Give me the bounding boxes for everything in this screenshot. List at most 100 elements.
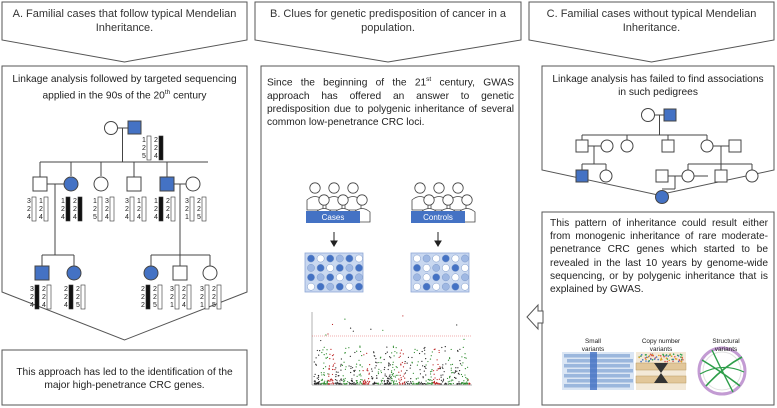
manhattan-point: [321, 374, 323, 376]
manhattan-point: [375, 365, 377, 367]
plate-well: [335, 264, 344, 272]
panel-a-top-text: Linkage analysis followed by targeted se…: [5, 73, 244, 103]
plate-well: [413, 264, 421, 272]
manhattan-point: [399, 383, 402, 385]
manhattan-point: [377, 383, 379, 385]
haplotype-number: 4: [154, 214, 158, 221]
manhattan-point: [410, 364, 412, 366]
panel-c-header: C. Familial cases without typical Mendel…: [529, 7, 774, 35]
plate-well: [326, 273, 335, 282]
grandmother-unaffected: [104, 121, 118, 135]
plate-well: [422, 282, 431, 291]
cnv-dot: [679, 353, 682, 356]
manhattan-point: [461, 382, 463, 384]
haplotype-bar: [145, 284, 151, 310]
manhattan-point: [400, 349, 403, 351]
manhattan-point: [459, 348, 461, 350]
cnv-dot: [670, 355, 673, 357]
manhattan-point: [423, 370, 425, 372]
manhattan-point: [381, 379, 384, 382]
plate-well: [355, 264, 363, 272]
manhattan-point: [430, 376, 432, 378]
manhattan-point: [392, 383, 395, 385]
manhattan-point: [329, 380, 331, 382]
manhattan-point: [446, 377, 449, 380]
manhattan-point: [346, 383, 348, 385]
manhattan-point: [330, 348, 332, 350]
manhattan-point: [331, 323, 334, 326]
person-head: [337, 194, 349, 206]
c-child1: [575, 139, 589, 153]
copy-number-label-1: Copy number: [642, 338, 681, 345]
manhattan-point: [458, 383, 460, 385]
cnv-dot: [658, 354, 660, 357]
manhattan-point: [392, 361, 394, 363]
manhattan-point: [442, 378, 445, 380]
manhattan-point: [394, 350, 396, 353]
manhattan-point: [340, 369, 342, 371]
manhattan-point: [402, 315, 404, 317]
manhattan-point: [447, 383, 450, 385]
haplotype-bar: [158, 196, 164, 222]
c-child4-partner: [728, 139, 742, 153]
manhattan-point: [441, 366, 443, 368]
haplotype-bar: [34, 284, 40, 310]
haplotype-number: 2: [137, 206, 141, 213]
person-head: [414, 182, 426, 194]
manhattan-point: [366, 368, 369, 370]
plate-well: [422, 254, 431, 263]
haplotype-number: 2: [64, 294, 68, 301]
manhattan-point: [351, 378, 353, 380]
haplotype-number: 3: [185, 198, 189, 205]
manhattan-point: [353, 374, 355, 376]
cases-label: Cases: [322, 213, 345, 222]
down-arrow-cases: [330, 232, 338, 247]
structural-variants-illustration: [697, 346, 747, 396]
manhattan-point: [398, 356, 400, 359]
plate-well: [326, 264, 335, 272]
cnv-dot: [640, 360, 642, 363]
manhattan-point: [429, 373, 432, 375]
haplotype-layer: 1252243241241242241253243241241242243212…: [27, 135, 222, 310]
cnv-dot: [674, 357, 677, 360]
haplotype-number: 5: [153, 302, 157, 309]
manhattan-point: [431, 351, 433, 353]
manhattan-point: [413, 351, 415, 354]
manhattan-point: [436, 378, 438, 381]
manhattan-point: [336, 381, 338, 383]
cnv-dot: [640, 355, 642, 357]
manhattan-point: [350, 371, 352, 374]
manhattan-point: [353, 381, 355, 384]
panel-a-header-line1: A. Familial cases that follow typical Me…: [12, 8, 237, 20]
manhattan-point: [400, 364, 402, 366]
child2: [93, 176, 109, 192]
manhattan-point: [351, 367, 354, 369]
manhattan-point: [374, 355, 376, 357]
person-head: [318, 194, 330, 206]
manhattan-point: [400, 370, 402, 372]
haplotype-number: 3: [30, 286, 34, 293]
person-head: [309, 182, 321, 194]
manhattan-point: [423, 349, 426, 351]
manhattan-point: [323, 373, 325, 376]
haplotype-bar: [65, 196, 71, 222]
manhattan-point: [394, 383, 396, 385]
manhattan-point: [317, 378, 320, 380]
manhattan-point: [404, 383, 407, 385]
manhattan-point: [357, 383, 359, 385]
manhattan-point: [459, 360, 461, 362]
c-child1-partner: [600, 139, 614, 153]
plate-well: [413, 282, 421, 291]
manhattan-point: [418, 352, 421, 355]
manhattan-point: [361, 366, 363, 368]
manhattan-point: [325, 334, 327, 336]
wells-cases: [307, 254, 363, 291]
manhattan-point: [340, 378, 342, 380]
manhattan-point: [442, 364, 444, 366]
manhattan-point: [319, 349, 321, 352]
manhattan-point: [422, 376, 424, 378]
manhattan-point: [369, 380, 371, 383]
manhattan-point: [451, 372, 453, 374]
plate-well: [335, 273, 344, 282]
panel-b-header: B. Clues for genetic predisposition of c…: [255, 7, 521, 35]
